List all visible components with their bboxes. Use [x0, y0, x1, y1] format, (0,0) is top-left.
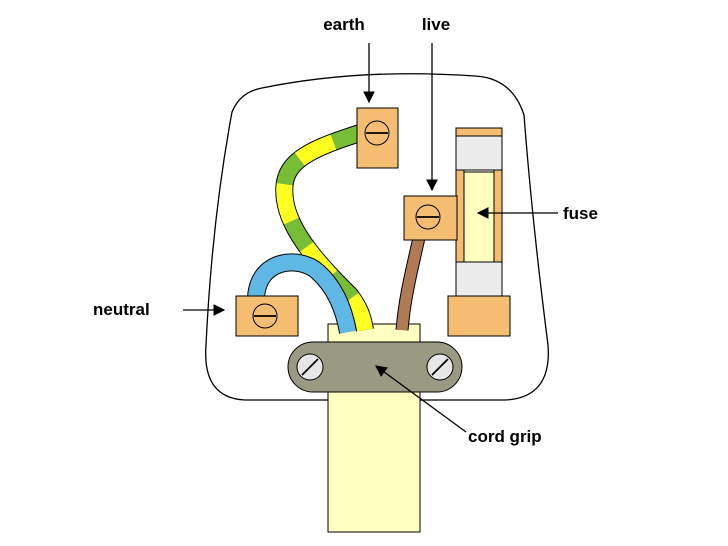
earth-wire [275, 124, 374, 332]
fuse-label: fuse [563, 204, 598, 223]
live-pin-base [447, 295, 511, 337]
fuse-clip-right [493, 169, 503, 263]
cord-grip-arrow [375, 365, 467, 433]
fuse-top-cap [455, 135, 503, 171]
neutral-label: neutral [93, 300, 150, 319]
fuse-cartridge [463, 171, 495, 263]
live-wire [395, 231, 427, 331]
earth-terminal [356, 107, 399, 169]
earth-terminal-screw-icon [364, 120, 390, 146]
cord-grip-label: cord grip [468, 427, 542, 446]
live-terminal [403, 195, 458, 241]
fuse-bottom-cap [455, 261, 503, 297]
neutral-terminal [235, 295, 299, 337]
live-label: live [422, 15, 450, 34]
neutral-terminal-screw-icon [252, 303, 278, 329]
neutral-wire [246, 253, 357, 334]
fuse-top-clip [455, 127, 503, 137]
cord-grip-left-screw-icon [296, 353, 324, 381]
cord-grip-right-screw-icon [426, 353, 454, 381]
live-terminal-screw-icon [415, 204, 441, 230]
earth-label: earth [323, 15, 365, 34]
cord-grip [287, 341, 463, 393]
